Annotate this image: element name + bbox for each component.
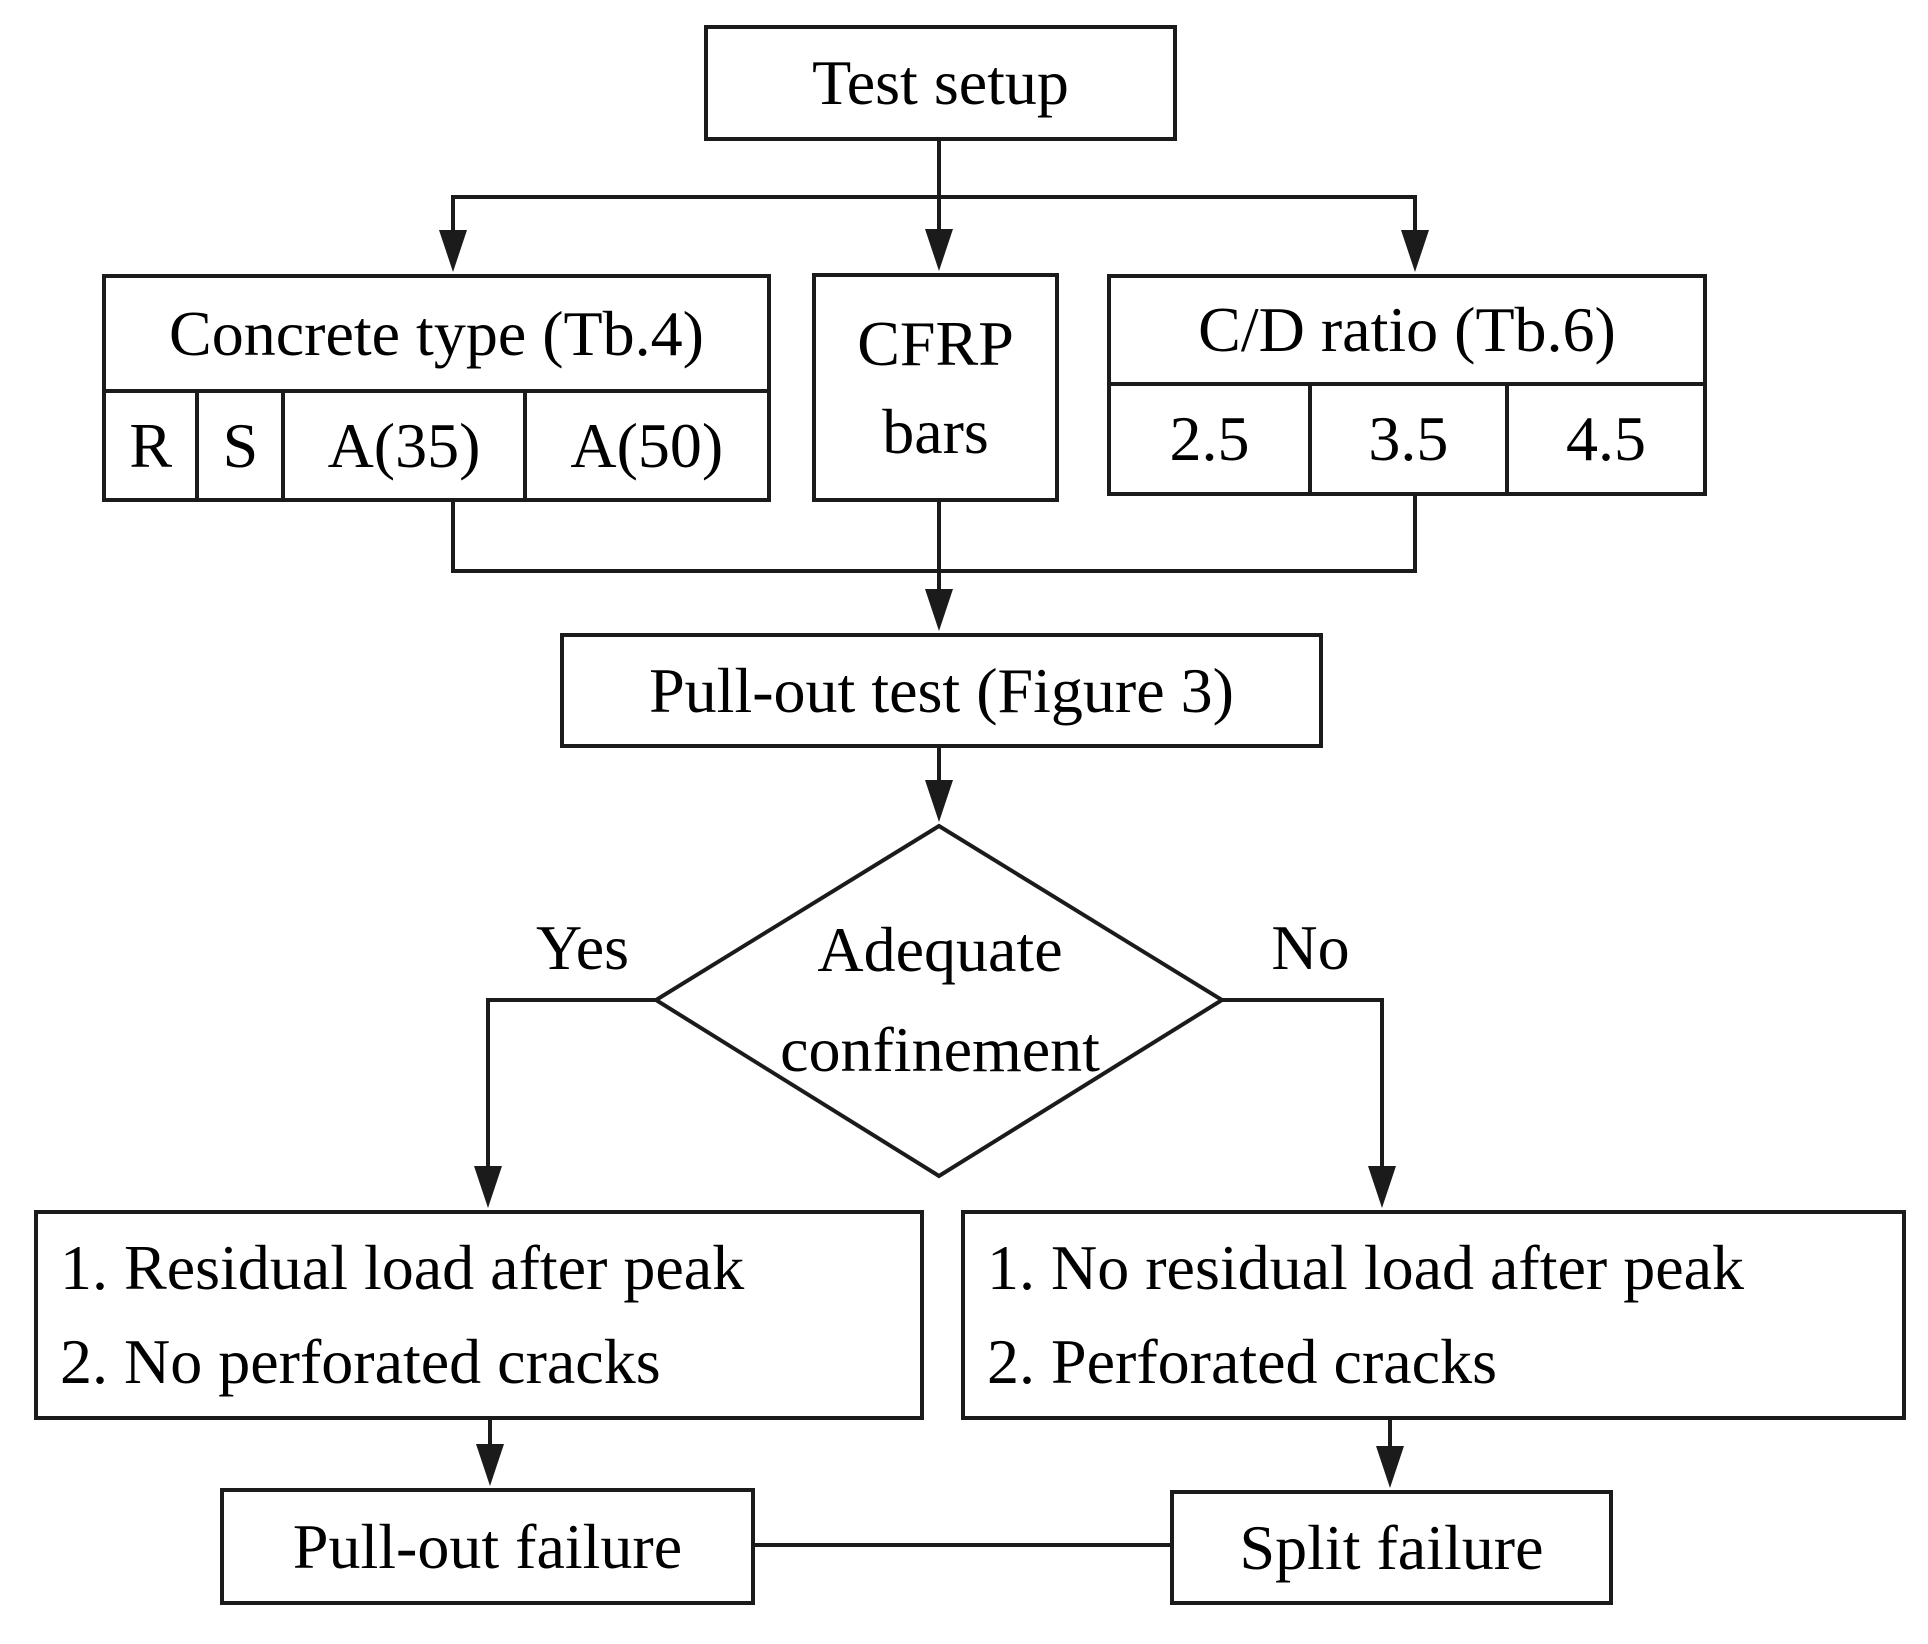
branch-label-no: No <box>1271 911 1350 983</box>
arrowhead-into-splitfailure <box>1376 1446 1404 1488</box>
pullout-criteria-item-2: 2. No perforated cracks <box>60 1326 661 1397</box>
node-split-failure-label: Split failure <box>1239 1511 1544 1583</box>
arrowhead-into-pullouttest <box>925 589 953 631</box>
node-pullout-failure: Pull-out failure <box>220 1488 755 1605</box>
node-concrete-type: Concrete type (Tb.4) R S A(35) A(50) <box>102 274 771 502</box>
arrowheads <box>439 229 1429 1488</box>
concrete-cell-a50: A(50) <box>570 409 724 481</box>
decision-label: Adequate confinement <box>680 898 1200 1102</box>
arrowhead-into-splitcriteria <box>1368 1166 1396 1208</box>
cfrp-line-1: CFRP <box>857 307 1014 379</box>
concrete-cell-a35: A(35) <box>285 393 527 498</box>
node-split-criteria: 1. No residual load after peak 2. Perfor… <box>961 1210 1906 1420</box>
node-pullout-test-label: Pull-out test (Figure 3) <box>649 654 1234 726</box>
concrete-cell-s: S <box>199 393 286 498</box>
pullout-criteria-item-1: 1. Residual load after peak <box>60 1232 745 1303</box>
node-test-setup-label: Test setup <box>812 47 1069 119</box>
cd-cell-2-5: 2.5 <box>1111 386 1312 492</box>
node-pullout-failure-label: Pull-out failure <box>292 1510 683 1582</box>
arrowhead-into-pulloutcriteria <box>474 1166 502 1208</box>
arrowhead-into-concrete <box>439 230 467 272</box>
split-criteria-item-1: 1. No residual load after peak <box>987 1232 1745 1303</box>
node-pullout-criteria: 1. Residual load after peak 2. No perfor… <box>34 1210 924 1420</box>
node-split-failure: Split failure <box>1170 1490 1613 1605</box>
split-criteria-item-2: 2. Perforated cracks <box>987 1326 1497 1397</box>
concrete-cell-r: R <box>106 393 200 498</box>
node-cd-ratio: C/D ratio (Tb.6) 2.5 3.5 4.5 <box>1107 274 1707 496</box>
cd-cell-3-5: 3.5 <box>1312 386 1509 492</box>
decision-line-1: Adequate <box>817 914 1063 985</box>
arrowhead-into-cfrp <box>925 229 953 271</box>
concrete-type-header: Concrete type (Tb.4) <box>106 278 767 393</box>
node-cfrp-bars: CFRP bars <box>812 273 1059 502</box>
arrowhead-into-pulloutfailure <box>476 1444 504 1486</box>
cd-ratio-header: C/D ratio (Tb.6) <box>1111 278 1703 386</box>
cfrp-line-2: bars <box>882 395 989 467</box>
node-test-setup: Test setup <box>704 25 1177 141</box>
arrowhead-into-cdratio <box>1401 230 1429 272</box>
branch-label-yes: Yes <box>535 911 630 983</box>
cd-ratio-cells: 2.5 3.5 4.5 <box>1111 386 1703 492</box>
node-pullout-test: Pull-out test (Figure 3) <box>560 633 1323 748</box>
decision-diamond <box>652 823 1226 1179</box>
arrowhead-into-decision <box>925 780 953 822</box>
cd-cell-4-5: 4.5 <box>1565 403 1646 475</box>
concrete-type-cells: R S A(35) A(50) <box>106 393 767 498</box>
decision-line-2: confinement <box>780 1014 1100 1085</box>
